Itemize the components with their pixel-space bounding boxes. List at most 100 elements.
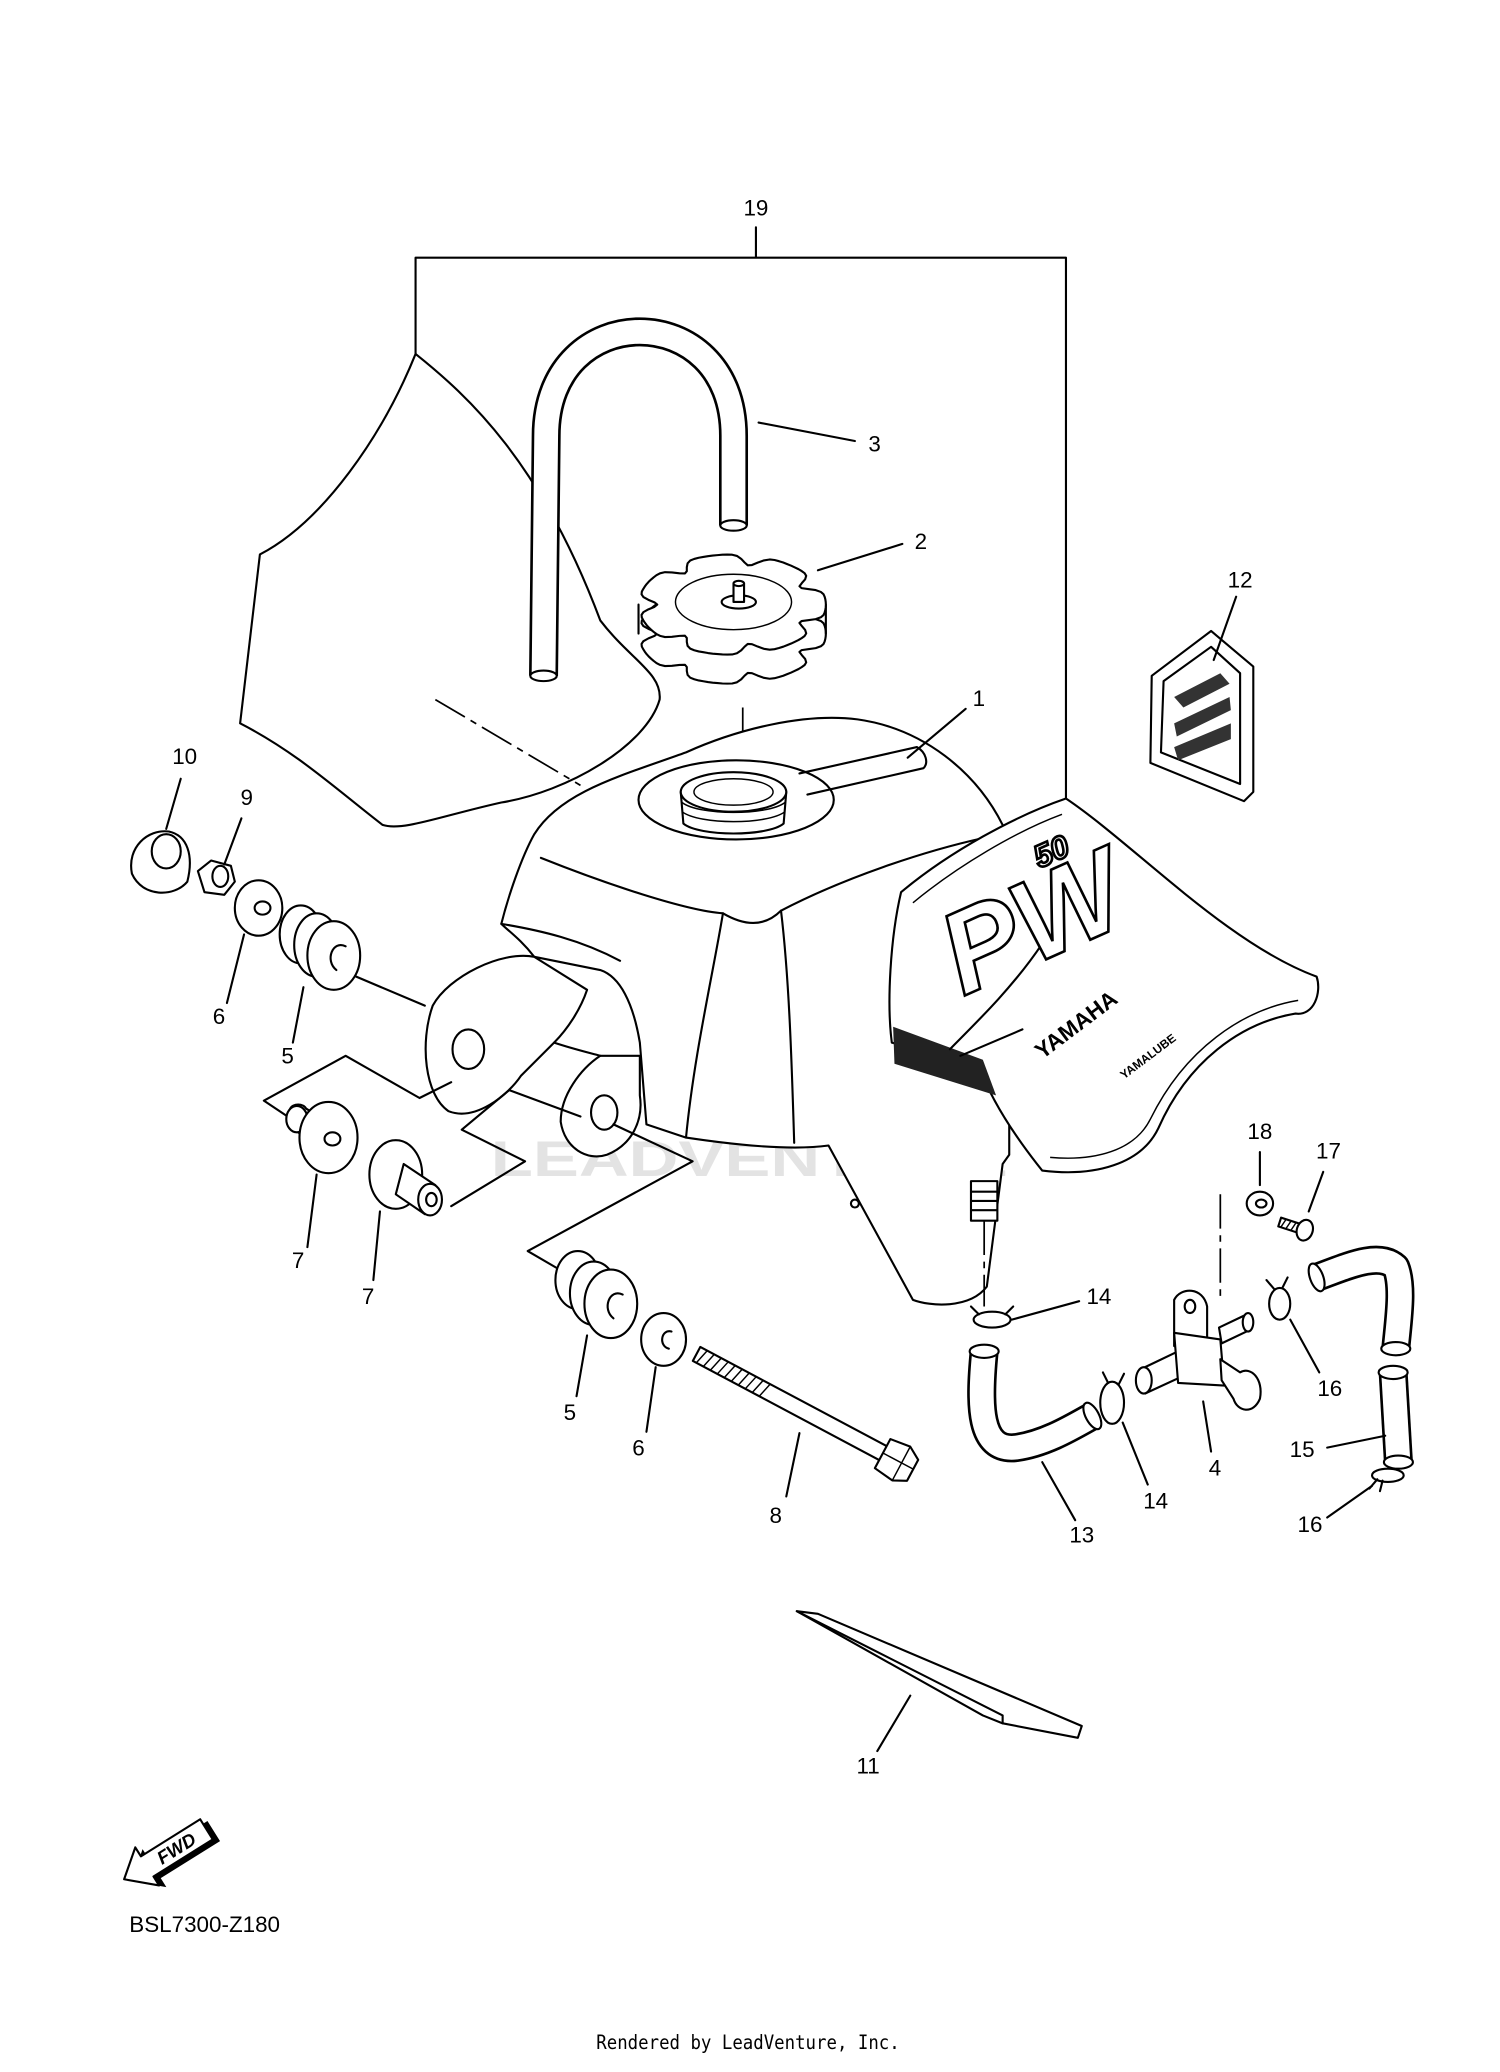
callout-12: 12 (1228, 567, 1253, 592)
callout-2: 2 (915, 529, 927, 554)
fuel-cap (637, 553, 827, 685)
right-tab-hole (589, 1094, 619, 1131)
callout-19: 19 (743, 195, 768, 220)
washer-upper-hole (253, 900, 272, 916)
fuel-hose-upper-fill (1312, 1248, 1412, 1350)
callout-8: 8 (769, 1503, 781, 1528)
bolt-threads (695, 1350, 771, 1397)
callout-3: 3 (868, 432, 880, 457)
leader-13 (1041, 1461, 1077, 1522)
leader-5-upper (291, 986, 305, 1044)
fuel-cap-pin-top (732, 579, 746, 588)
damper-lower-ring-3 (583, 1268, 639, 1340)
leader-10 (165, 777, 182, 830)
fuel-hose-lower-fill (969, 1350, 1099, 1460)
leader-6-lower (645, 1366, 657, 1433)
damper-upper (278, 904, 362, 991)
leader-11 (876, 1694, 912, 1753)
collar-flanged-right (368, 1139, 444, 1217)
leader-7-right (372, 1210, 382, 1282)
seat-decal (239, 352, 661, 828)
assembly-bracket-19 (414, 226, 1068, 800)
collar-flanged-right-bore (425, 1191, 438, 1208)
fuel-tank-mount-hole (849, 1198, 860, 1209)
breather-hose-fill (531, 319, 746, 676)
damper-upper-ring-3 (306, 920, 362, 991)
washer-lower-hole (661, 1330, 673, 1350)
tank-decal-band (893, 1026, 997, 1096)
leader-8 (785, 1432, 801, 1498)
grommet (130, 830, 191, 894)
callout-14-lower: 14 (1143, 1488, 1168, 1513)
grommet-opening (150, 833, 182, 870)
filler-neck-inner (693, 778, 774, 806)
washer-upper (233, 879, 284, 937)
clip-upper-right (1265, 1276, 1292, 1321)
tank-strip-fold (795, 1610, 1004, 1725)
washer-small (1245, 1190, 1275, 1217)
fuel-hose-lower-end-top (968, 1343, 1000, 1359)
tank-decal-swoosh (948, 942, 1044, 1057)
callout-17: 17 (1316, 1139, 1341, 1164)
leader-4 (1202, 1400, 1213, 1453)
fuel-cock-lever (1219, 1358, 1262, 1411)
tank-strip-plate (795, 1610, 1083, 1739)
fuel-hose-straight-end-top (1377, 1364, 1409, 1381)
breather-hose-end-top (719, 519, 748, 532)
left-tab-hole (451, 1028, 486, 1071)
damper-to-tab-line (355, 975, 426, 1007)
hardware-connector-lines (262, 1054, 694, 1271)
fuel-hose-lower-end-right (1082, 1401, 1103, 1431)
clip-lower-right-ring (1370, 1467, 1405, 1483)
callout-1: 1 (973, 686, 985, 711)
collar-bore (211, 864, 230, 888)
leader-15 (1326, 1434, 1387, 1449)
fuel-cock-outlet-end (1241, 1311, 1255, 1333)
filler-neck-threads (681, 801, 786, 823)
leader-9 (223, 817, 243, 866)
leader-3 (757, 421, 856, 443)
breather-hose (529, 317, 749, 683)
callout-6-upper: 6 (213, 1004, 225, 1029)
screw-head (1295, 1218, 1315, 1242)
fuel-tank-left-tab (424, 954, 589, 1115)
fuel-hose-straight (1377, 1364, 1414, 1470)
clip-lower-right (1368, 1467, 1405, 1493)
bolt-head-facets (882, 1446, 914, 1481)
clip-middle-ears (1101, 1371, 1126, 1386)
fuel-tank-front-edges (500, 909, 796, 1144)
clip-upper-left (969, 1305, 1015, 1329)
fuel-cock-body (1173, 1331, 1226, 1387)
fwd-arrow-shape (123, 1818, 214, 1887)
collar (196, 859, 236, 896)
callout-9: 9 (240, 785, 252, 810)
leader-14-lower (1121, 1421, 1149, 1486)
screw-threads (1280, 1218, 1297, 1231)
fuel-hose-upper-end-left (1307, 1262, 1326, 1293)
callout-18: 18 (1247, 1119, 1272, 1144)
gasket-inner (1159, 645, 1242, 786)
callout-5-upper: 5 (281, 1044, 293, 1069)
bolt-shaft (691, 1345, 891, 1463)
fuel-hose-straight-end-bottom (1382, 1454, 1414, 1470)
tank-outlet-fitting (969, 1180, 999, 1222)
fuel-tank-body (500, 716, 1011, 1306)
callout-14-upper: 14 (1086, 1284, 1111, 1309)
callout-16-upper: 16 (1317, 1376, 1342, 1401)
washer-lower-ring (640, 1311, 688, 1367)
collar-flanged-left (285, 1100, 359, 1175)
callout-15: 15 (1290, 1437, 1315, 1462)
clip-middle-ring (1099, 1380, 1126, 1425)
callout-5-lower: 5 (564, 1400, 576, 1425)
fuel-cock (1134, 1289, 1262, 1411)
fuel-hose-upper (1307, 1245, 1415, 1357)
callout-6-lower: 6 (632, 1436, 644, 1461)
fwd-arrow-icon: FWD (123, 1818, 221, 1888)
clip-upper-right-ears (1265, 1276, 1289, 1291)
leader-14-upper (1010, 1300, 1081, 1321)
callout-13: 13 (1069, 1523, 1094, 1548)
leader-17 (1307, 1170, 1325, 1213)
damper-upper-hole (329, 944, 347, 972)
callout-10: 10 (172, 744, 197, 769)
leader-16-lower (1326, 1484, 1374, 1519)
